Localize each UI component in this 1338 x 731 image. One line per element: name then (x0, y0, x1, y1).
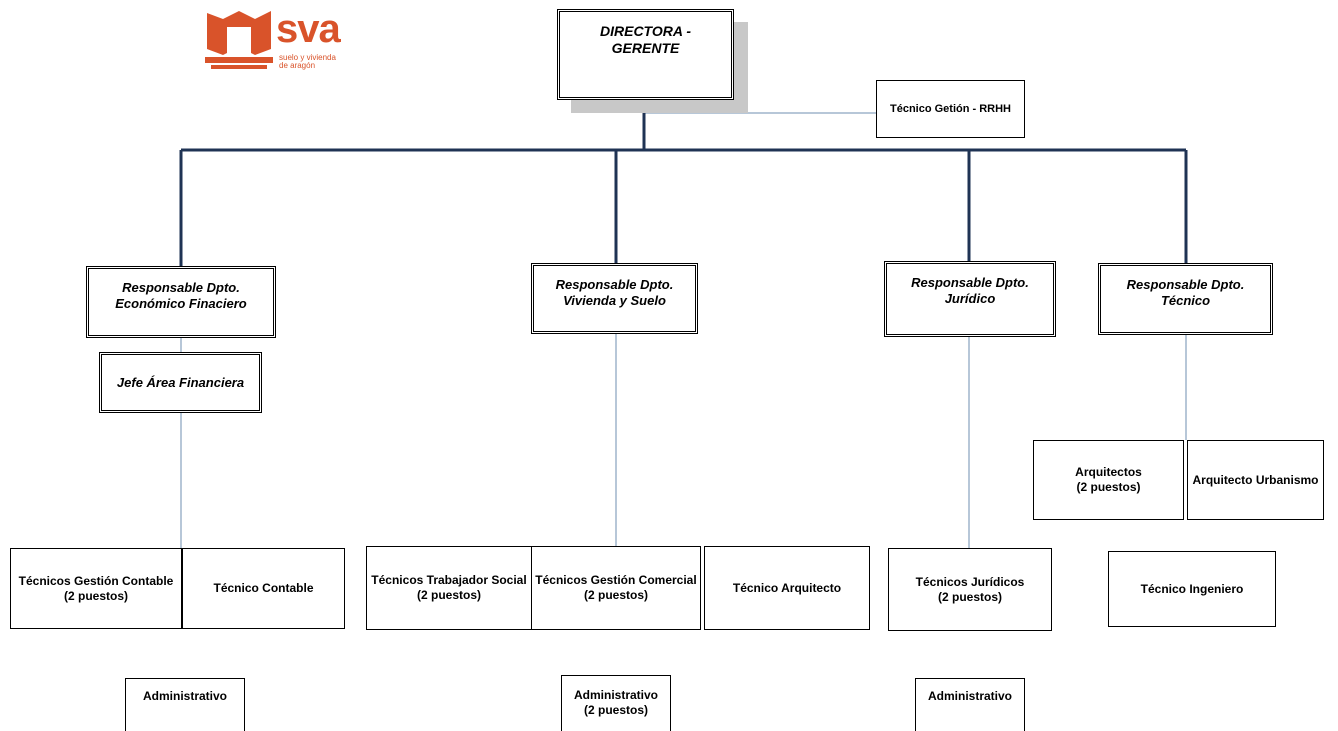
unit-label-line1: Técnicos Trabajador Social (371, 573, 527, 587)
admin-economico: Administrativo (125, 678, 245, 731)
unit-label-line1: Técnico Ingeniero (1140, 581, 1244, 596)
dept-head-tecnico-line2: Técnico (1160, 293, 1211, 308)
dept-head-economico-line1: Responsable Dpto. (122, 280, 240, 295)
dept-head-juridico: Responsable Dpto. Jurídico (884, 261, 1056, 337)
unit-tecnicos-trabajador-social: Técnicos Trabajador Social (2 puestos) (366, 546, 532, 630)
unit-label-line1: Arquitecto Urbanismo (1192, 472, 1319, 487)
rrhh-label: Técnico Getión - RRHH (889, 102, 1011, 115)
dept-head-vivienda-line1: Responsable Dpto. (555, 277, 674, 292)
unit-tecnico-ingeniero: Técnico Ingeniero (1108, 551, 1276, 627)
unit-tecnico-arquitecto: Técnico Arquitecto (704, 546, 870, 630)
admin-juridico: Administrativo (915, 678, 1025, 731)
unit-tecnico-contable: Técnico Contable (182, 548, 345, 629)
unit-label-line1: Arquitectos (1075, 465, 1142, 479)
unit-label-line1: Técnicos Gestión Contable (18, 573, 174, 588)
logo-wordmark: sva (276, 7, 341, 51)
dept-head-juridico-line1: Responsable Dpto. (911, 275, 1029, 290)
unit-label-line1: Técnico Arquitecto (732, 580, 842, 595)
admin-label: Administrativo (142, 689, 227, 703)
dept-head-economico: Responsable Dpto. Económico Finaciero (86, 266, 276, 338)
unit-label-line2: (2 puestos) (937, 589, 1002, 604)
dept-head-juridico-line2: Jurídico (944, 291, 996, 306)
dept-head-vivienda-line2: Vivienda y Suelo (563, 293, 666, 308)
director-title-line1: DIRECTORA - (600, 23, 691, 39)
unit-label-line2: (2 puestos) (63, 588, 128, 603)
unit-label-line2: (2 puestos) (416, 588, 481, 602)
director-box: DIRECTORA - GERENTE (557, 9, 734, 100)
unit-label-line2: (2 puestos) (583, 588, 648, 602)
unit-arquitectos: Arquitectos (2 puestos) (1033, 440, 1184, 520)
logo-tagline-2: de aragón (279, 61, 316, 70)
logo-emblem-icon (205, 11, 273, 69)
admin-label-line2: (2 puestos) (583, 703, 648, 717)
sva-logo: sva suelo y vivienda de aragón (205, 5, 355, 80)
dept-head-tecnico: Responsable Dpto. Técnico (1098, 263, 1273, 335)
dept-head-vivienda: Responsable Dpto. Vivienda y Suelo (531, 263, 698, 334)
unit-tecnicos-gestion-comercial: Técnicos Gestión Comercial (2 puestos) (531, 546, 701, 630)
rrhh-box: Técnico Getión - RRHH (876, 80, 1025, 138)
unit-label-line1: Técnico Contable (213, 581, 314, 595)
logo-tagline-1: suelo y vivienda (279, 53, 336, 62)
unit-label-line2: (2 puestos) (1076, 480, 1141, 494)
jefe-area-financiera-box: Jefe Área Financiera (99, 352, 262, 413)
main-connectors (179, 100, 1188, 266)
admin-vivienda: Administrativo (2 puestos) (561, 675, 671, 731)
dept-head-economico-line2: Económico Finaciero (115, 296, 247, 311)
unit-tecnicos-gestion-contable: Técnicos Gestión Contable (2 puestos) (10, 548, 182, 629)
unit-label-line1: Técnicos Gestión Comercial (535, 573, 697, 587)
thin-connectors (180, 334, 1187, 548)
admin-label-line1: Administrativo (573, 688, 658, 702)
unit-arquitecto-urbanismo: Arquitecto Urbanismo (1187, 440, 1324, 520)
admin-label: Administrativo (927, 689, 1012, 703)
director-title-line2: GERENTE (611, 40, 680, 56)
unit-tecnicos-juridicos: Técnicos Jurídicos (2 puestos) (888, 548, 1052, 631)
dept-head-tecnico-line1: Responsable Dpto. (1126, 277, 1245, 292)
unit-label-line1: Técnicos Jurídicos (915, 574, 1025, 589)
jefe-area-financiera-label: Jefe Área Financiera (116, 374, 245, 390)
